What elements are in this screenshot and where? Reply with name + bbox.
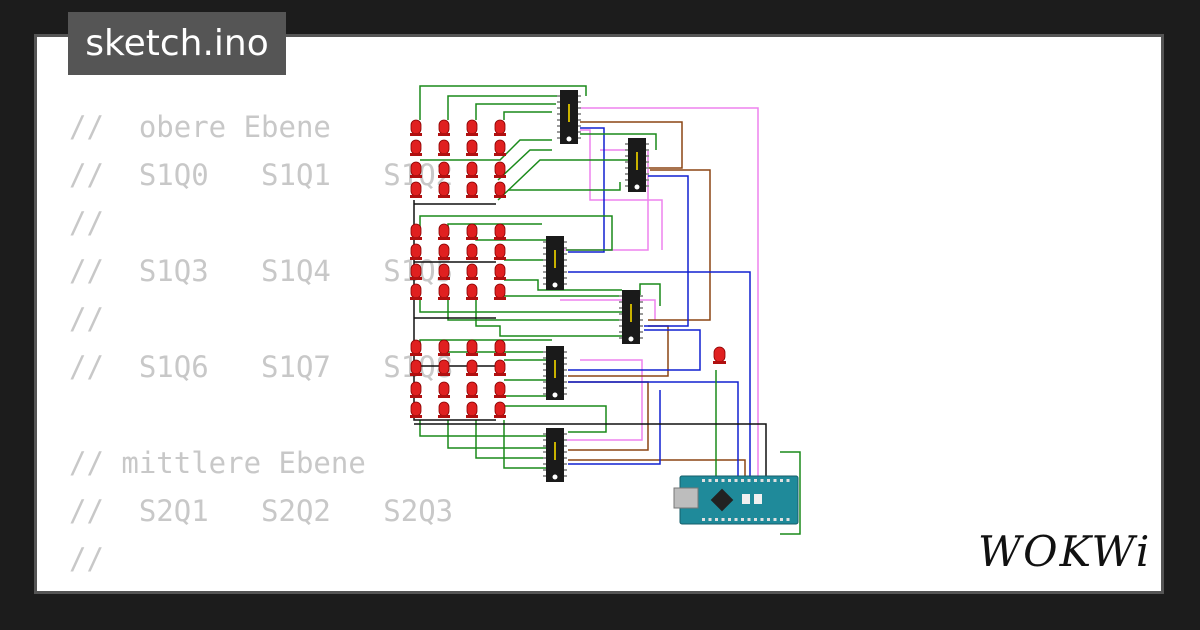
board-pin xyxy=(741,518,744,521)
led-icon xyxy=(466,139,478,156)
code-line: // mittlere Ebene xyxy=(69,446,366,480)
board-pin xyxy=(741,479,744,482)
code-line: // xyxy=(69,302,104,336)
led-icon xyxy=(410,223,422,240)
board-pin xyxy=(728,479,731,482)
led-icon xyxy=(410,401,422,418)
led-icon xyxy=(438,283,450,300)
board-pin xyxy=(773,518,777,521)
led-icon xyxy=(494,401,506,418)
led-icon xyxy=(410,119,422,136)
led-icon xyxy=(466,359,478,376)
led-icon xyxy=(494,161,506,178)
led-icon xyxy=(494,381,506,398)
led-icon xyxy=(713,346,726,364)
led-icon xyxy=(410,283,422,300)
led-icon xyxy=(466,119,478,136)
code-line: // S2Q4 S2Q5 S2Q6 xyxy=(69,583,453,591)
shift-register-chip-icon xyxy=(557,90,581,144)
led-icon xyxy=(466,223,478,240)
led-icon xyxy=(466,243,478,260)
led-icon xyxy=(438,401,450,418)
led-icon xyxy=(410,161,422,178)
led-icon xyxy=(466,181,478,198)
board-pin xyxy=(760,479,764,482)
board-pin xyxy=(786,518,790,521)
led-icon xyxy=(494,139,506,156)
board-pin xyxy=(715,479,718,482)
shift-register-chip-icon xyxy=(543,428,567,482)
arduino-nano-icon xyxy=(673,475,799,525)
board-pin xyxy=(715,518,718,521)
led-icon xyxy=(410,263,422,280)
led-icon xyxy=(494,339,506,356)
led-icon xyxy=(438,359,450,376)
led-icon xyxy=(466,283,478,300)
led-icon xyxy=(410,339,422,356)
led-icon xyxy=(494,181,506,198)
led-icon xyxy=(438,223,450,240)
led-icon xyxy=(410,181,422,198)
file-tab-label: sketch.ino xyxy=(85,23,269,64)
shift-register-chip-icon xyxy=(625,138,649,192)
led-icon xyxy=(438,181,450,198)
board-pin xyxy=(767,479,770,482)
led-icon xyxy=(410,381,422,398)
led-icon xyxy=(410,243,422,260)
led-icon xyxy=(494,359,506,376)
led-icon xyxy=(494,119,506,136)
board-pin xyxy=(760,518,764,521)
led-icon xyxy=(438,339,450,356)
led-icon xyxy=(494,263,506,280)
led-icon xyxy=(438,243,450,260)
board-pin xyxy=(773,479,777,482)
led-icon xyxy=(466,263,478,280)
shift-register-chip-icon xyxy=(619,290,643,344)
board-pin xyxy=(728,518,731,521)
board-pin xyxy=(767,518,770,521)
board-pin xyxy=(721,479,725,482)
code-line: // xyxy=(69,542,104,576)
file-tab[interactable]: sketch.ino xyxy=(68,12,286,75)
led-icon xyxy=(410,139,422,156)
board-pin xyxy=(734,518,738,521)
board-pin xyxy=(747,479,751,482)
led-icon xyxy=(438,263,450,280)
board-pin xyxy=(780,518,783,521)
board-pin xyxy=(754,518,757,521)
shift-register-chip-icon xyxy=(543,236,567,290)
shift-register-chip-icon xyxy=(543,346,567,400)
code-line: // obere Ebene xyxy=(69,110,331,144)
wokwi-logo: WOKWi xyxy=(978,527,1152,576)
led-icon xyxy=(466,161,478,178)
led-icon xyxy=(466,381,478,398)
board-pin xyxy=(747,518,751,521)
board-pin xyxy=(708,479,712,482)
led-icon xyxy=(438,119,450,136)
led-icon xyxy=(494,283,506,300)
board-pin xyxy=(708,518,712,521)
code-line: // xyxy=(69,206,104,240)
board-pin xyxy=(786,479,790,482)
led-icon xyxy=(494,223,506,240)
board-pin xyxy=(754,479,757,482)
led-icon xyxy=(438,139,450,156)
board-pin xyxy=(780,479,783,482)
led-icon xyxy=(410,359,422,376)
board-pin xyxy=(702,479,705,482)
led-icon xyxy=(438,381,450,398)
led-icon xyxy=(466,339,478,356)
led-icon xyxy=(466,401,478,418)
board-pin xyxy=(734,479,738,482)
board-pin xyxy=(702,518,705,521)
led-icon xyxy=(438,161,450,178)
led-icon xyxy=(494,243,506,260)
board-pin xyxy=(721,518,725,521)
code-line: // S2Q1 S2Q2 S2Q3 xyxy=(69,494,454,528)
